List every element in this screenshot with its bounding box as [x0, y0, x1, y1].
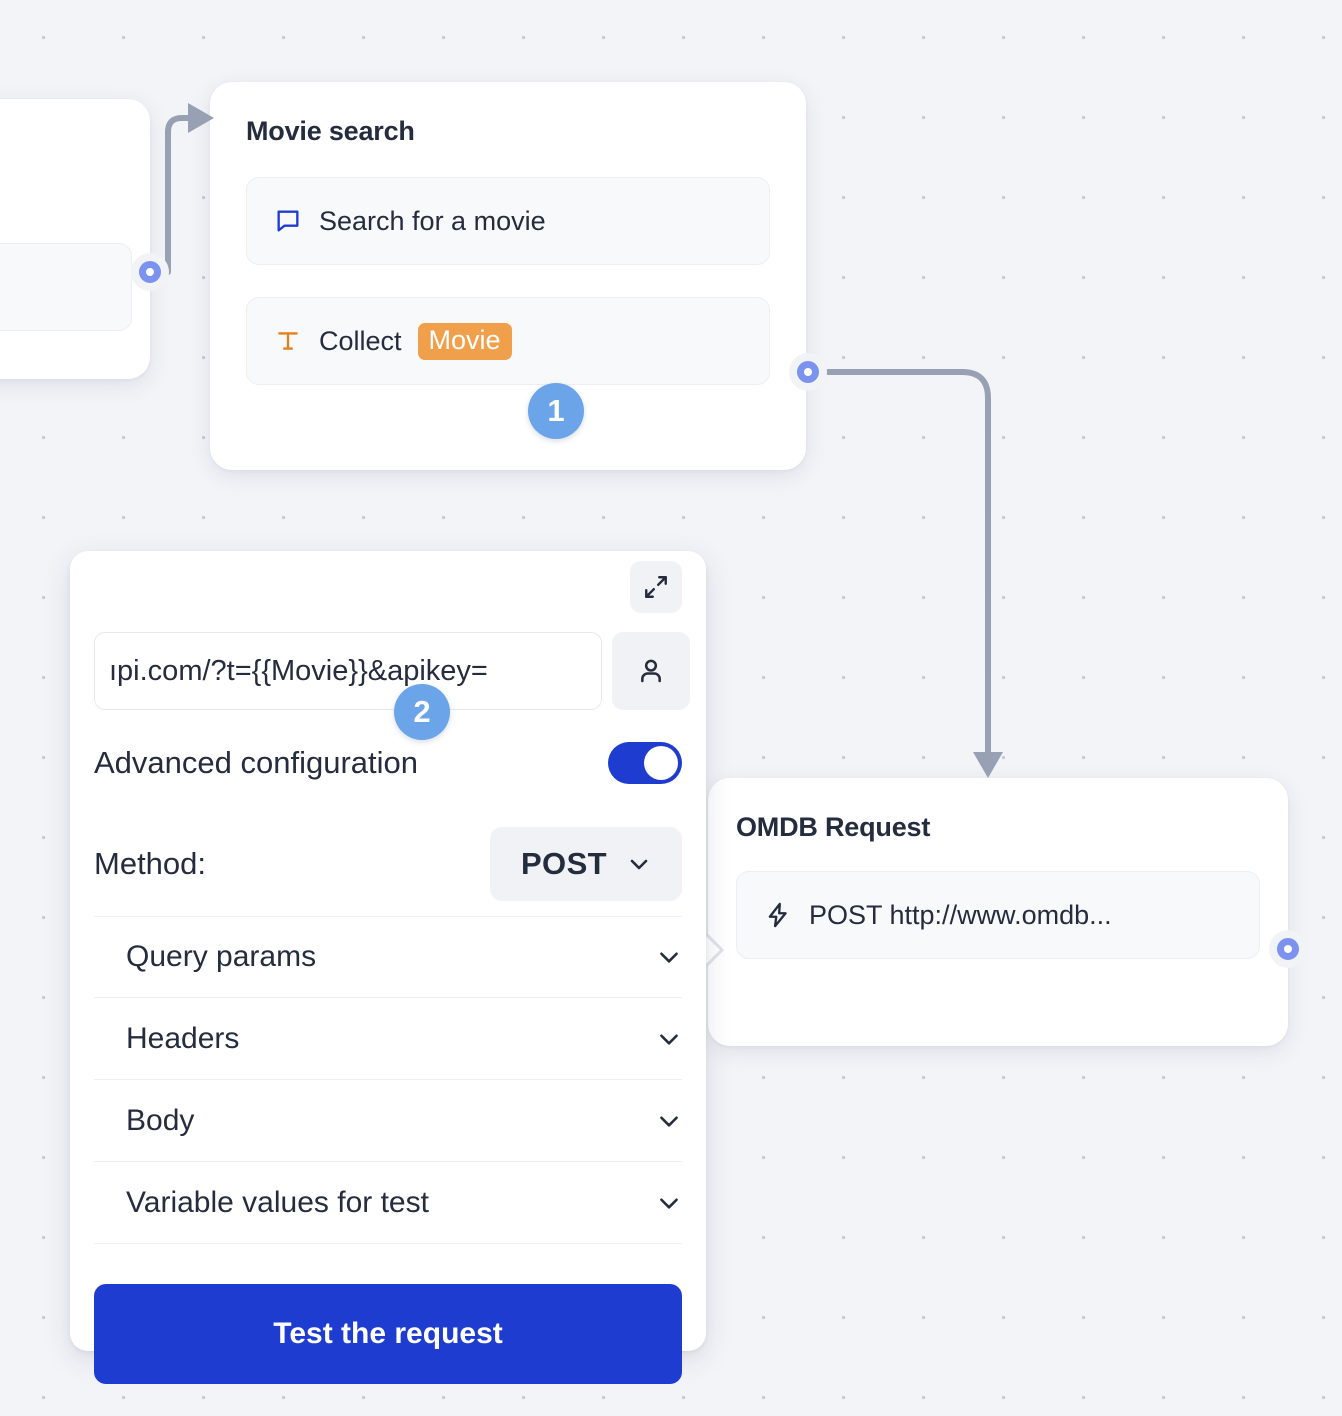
url-row: ıpi.com/?t={{Movie}}&apikey= [94, 632, 690, 710]
port-previous-node-output[interactable] [131, 253, 169, 291]
chevron-down-icon [656, 944, 682, 970]
node-movie-search[interactable]: Movie search Search for a movie Collect … [210, 82, 806, 470]
lightning-bolt-icon [763, 900, 793, 930]
port-movie-search-output[interactable] [789, 353, 827, 391]
node-row-search-for-a-movie[interactable]: Search for a movie [246, 177, 770, 265]
section-label: Variable values for test [126, 1186, 429, 1220]
config-sections: Query params Headers Body [94, 916, 682, 1244]
node-row-label: Collect [319, 326, 402, 357]
section-label: Headers [126, 1022, 239, 1056]
chevron-down-icon [656, 1026, 682, 1052]
step-badge-1: 1 [528, 383, 584, 439]
section-body[interactable]: Body [94, 1080, 682, 1162]
expand-diagonal-icon[interactable] [630, 561, 682, 613]
previous-node-row [0, 243, 132, 331]
text-format-icon [273, 326, 303, 356]
previous-node-partial[interactable] [0, 99, 150, 379]
method-row: Method: POST [94, 827, 682, 901]
node-omdb-title: OMDB Request [736, 812, 1260, 843]
connector-movie-search-to-omdb [828, 372, 988, 752]
node-row-label: POST http://www.omdb... [809, 900, 1112, 931]
test-the-request-button[interactable]: Test the request [94, 1284, 682, 1384]
method-select[interactable]: POST [490, 827, 682, 901]
port-omdb-output[interactable] [1269, 930, 1307, 968]
node-row-label: Search for a movie [319, 206, 546, 237]
request-url-input[interactable]: ıpi.com/?t={{Movie}}&apikey= [94, 632, 602, 710]
section-headers[interactable]: Headers [94, 998, 682, 1080]
chevron-down-icon [656, 1108, 682, 1134]
person-icon[interactable] [612, 632, 690, 710]
advanced-configuration-label: Advanced configuration [94, 745, 418, 781]
advanced-configuration-row: Advanced configuration [94, 742, 682, 784]
section-label: Body [126, 1104, 194, 1138]
method-value: POST [521, 846, 607, 882]
connector-previous-to-movie-search [168, 118, 192, 272]
arrowhead-omdb-input [973, 752, 1003, 778]
section-label: Query params [126, 940, 316, 974]
method-label: Method: [94, 846, 206, 882]
variable-chip-movie[interactable]: Movie [418, 323, 512, 360]
node-row-collect-movie[interactable]: Collect Movie [246, 297, 770, 385]
node-row-post-request[interactable]: POST http://www.omdb... [736, 871, 1260, 959]
chevron-down-icon [656, 1190, 682, 1216]
node-omdb-request[interactable]: OMDB Request POST http://www.omdb... [708, 778, 1288, 1046]
chevron-down-icon [627, 852, 651, 876]
request-config-panel[interactable]: ıpi.com/?t={{Movie}}&apikey= Advanced co… [70, 551, 706, 1351]
node-movie-search-title: Movie search [246, 116, 770, 147]
chat-bubble-icon [273, 206, 303, 236]
section-variable-values-for-test[interactable]: Variable values for test [94, 1162, 682, 1244]
advanced-configuration-toggle[interactable] [608, 742, 682, 784]
section-query-params[interactable]: Query params [94, 916, 682, 998]
step-badge-2: 2 [394, 684, 450, 740]
